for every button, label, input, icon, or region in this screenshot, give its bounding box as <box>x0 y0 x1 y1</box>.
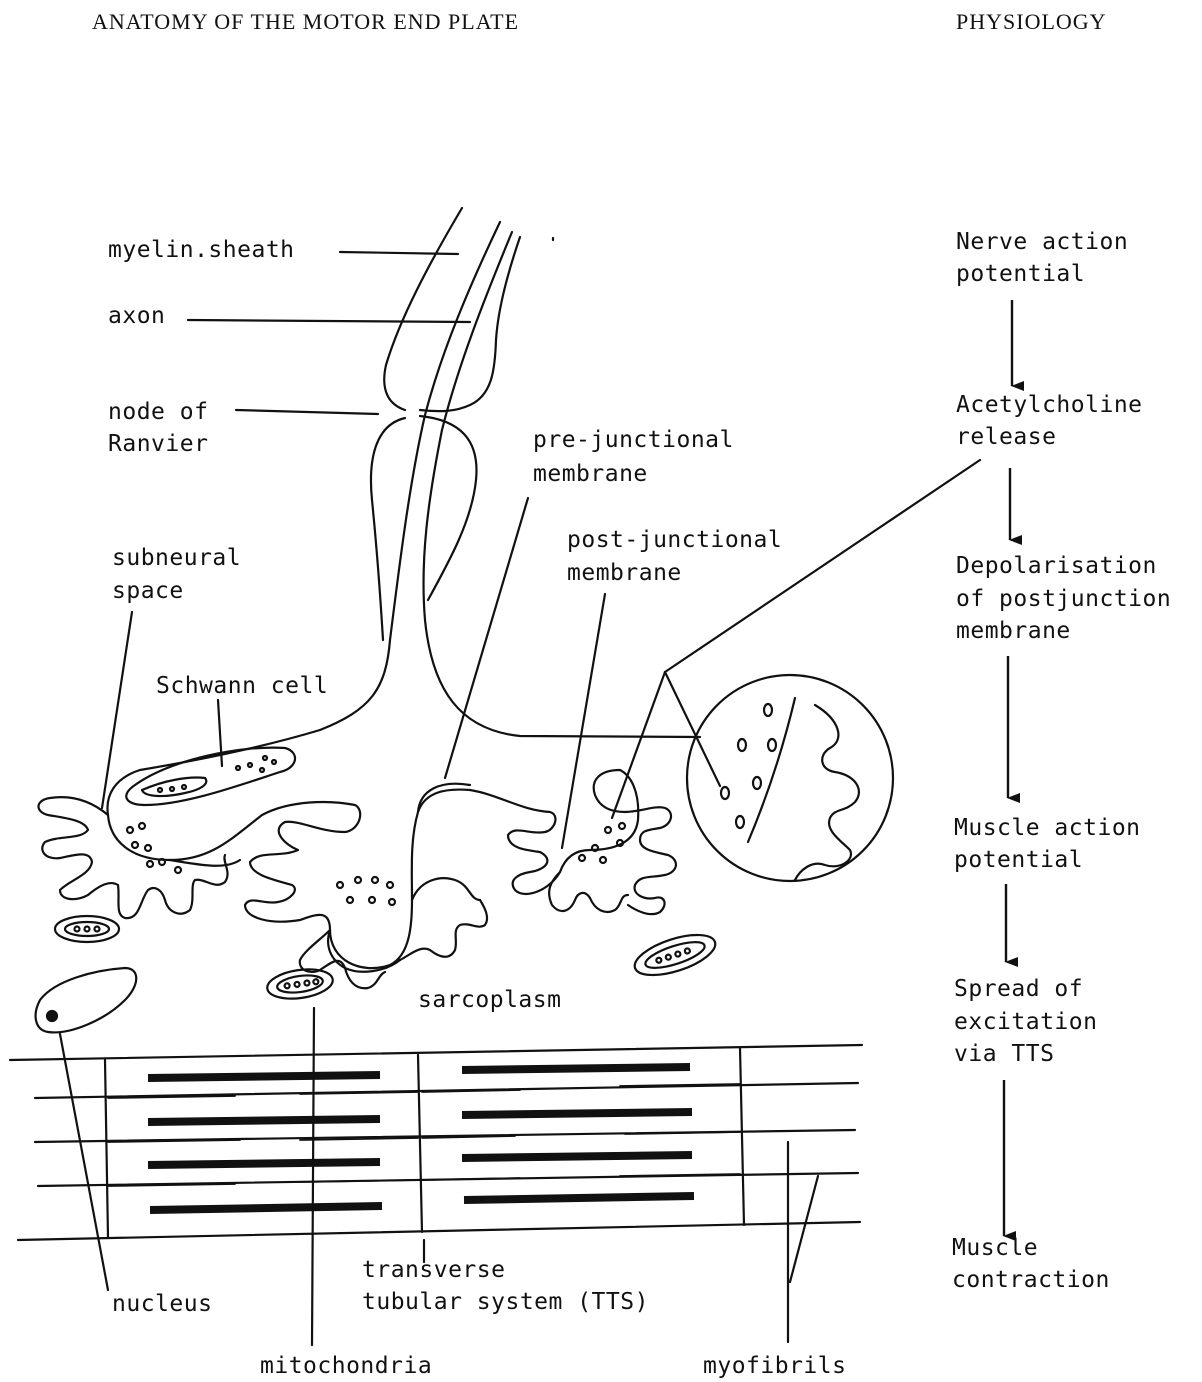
z-line <box>105 1060 108 1238</box>
label-subneural-line2: space <box>112 575 184 607</box>
label-subneural-line1: subneural <box>112 542 241 574</box>
label-transverse-line2: tubular system (TTS) <box>362 1286 649 1318</box>
label-nucleus: nucleus <box>112 1288 212 1320</box>
myelin-sheath-leader <box>340 252 458 254</box>
node-of-ranvier-leader <box>236 410 378 414</box>
axon-leader <box>188 320 470 322</box>
step-nerve-action-line2: potential <box>956 258 1085 290</box>
magnified-vesicle <box>721 787 729 799</box>
axon-left-edge <box>320 222 500 730</box>
step-spread-line3: via TTS <box>954 1038 1054 1070</box>
step-contraction-line2: contraction <box>952 1264 1110 1296</box>
terminal-folds <box>107 730 638 968</box>
fiber-line <box>18 1222 860 1240</box>
label-pre-junctional-line2: membrane <box>533 458 648 490</box>
acetylcholine-leader-branch <box>612 672 665 818</box>
mitochondria-leader <box>312 1008 314 1345</box>
magnified-vesicle <box>768 739 776 751</box>
subneural-space-leader <box>102 612 132 808</box>
z-line <box>418 1055 422 1232</box>
right-fold-bottom <box>549 872 628 912</box>
magnified-vesicle <box>738 739 746 751</box>
label-post-junctional-line1: post-junctional <box>567 524 782 556</box>
schwann-dots <box>158 756 276 792</box>
magnified-membrane-curve <box>748 698 795 842</box>
step-acetylcholine-line2: release <box>956 421 1056 453</box>
label-myofibrils: myofibrils <box>703 1350 846 1382</box>
label-axon: axon <box>108 300 165 332</box>
muscle-nucleus <box>36 968 137 1032</box>
central-fold-fringe <box>400 900 487 960</box>
label-schwann-cell: Schwann cell <box>156 670 328 702</box>
label-node-line1: node of <box>108 396 208 428</box>
synaptic-vesicles-left <box>127 823 181 873</box>
label-post-junctional-line2: membrane <box>567 557 682 589</box>
step-nerve-action-line1: Nerve action <box>956 226 1128 258</box>
left-fold-bulb <box>170 860 240 866</box>
myofibrils-leader-branch <box>790 1176 818 1282</box>
label-node-line2: Ranvier <box>108 428 208 460</box>
step-depolarisation-line3: membrane <box>956 615 1071 647</box>
step-depolarisation-line1: Depolarisation <box>956 550 1157 582</box>
mitochondrion-left <box>55 916 119 942</box>
step-muscle-action-line1: Muscle action <box>954 812 1141 844</box>
label-mitochondria: mitochondria <box>260 1350 432 1382</box>
mitochondrion-right <box>630 927 720 983</box>
step-contraction-line1: Muscle <box>952 1232 1038 1264</box>
label-pre-junctional-line1: pre-junctional <box>533 424 734 456</box>
step-acetylcholine-line1: Acetylcholine <box>956 389 1143 421</box>
step-muscle-action-line2: potential <box>954 844 1083 876</box>
fiber-line <box>35 1083 858 1098</box>
acetylcholine-leader-branch <box>665 672 720 786</box>
synaptic-vesicles-center <box>337 877 395 905</box>
mitochondrion-center <box>265 966 334 1003</box>
myelin-sheath-right-edge <box>420 237 520 411</box>
central-fold-body <box>328 930 400 972</box>
z-line <box>740 1048 744 1225</box>
label-sarcoplasm: sarcoplasm <box>418 984 561 1016</box>
thin-filaments <box>108 1084 740 1186</box>
label-transverse-line1: transverse <box>362 1254 505 1286</box>
central-fold-left <box>418 784 470 812</box>
magnified-view-circle <box>687 675 893 881</box>
node-of-ranvier-lower-segment <box>371 418 405 640</box>
step-spread-line2: excitation <box>954 1006 1097 1038</box>
post-junctional-leader <box>562 594 605 848</box>
step-spread-line1: Spread of <box>954 973 1083 1005</box>
acetylcholine-leader <box>665 460 980 672</box>
label-myelin-sheath: myelin.sheath <box>108 234 295 266</box>
muscle-nucleolus <box>47 1011 57 1021</box>
fiber-line <box>10 1045 862 1060</box>
synaptic-vesicles-right <box>579 823 625 863</box>
magnified-vesicle <box>753 777 761 789</box>
magnified-folds <box>795 705 859 880</box>
magnified-vesicle <box>736 816 744 828</box>
magnified-vesicle <box>764 704 772 716</box>
myelin-sheath-left-edge <box>384 208 462 410</box>
left-fold-fringe <box>38 797 227 918</box>
step-depolarisation-line2: of postjunction <box>956 583 1171 615</box>
central-fold-upper <box>412 878 480 900</box>
nucleus-leader <box>60 1034 108 1290</box>
